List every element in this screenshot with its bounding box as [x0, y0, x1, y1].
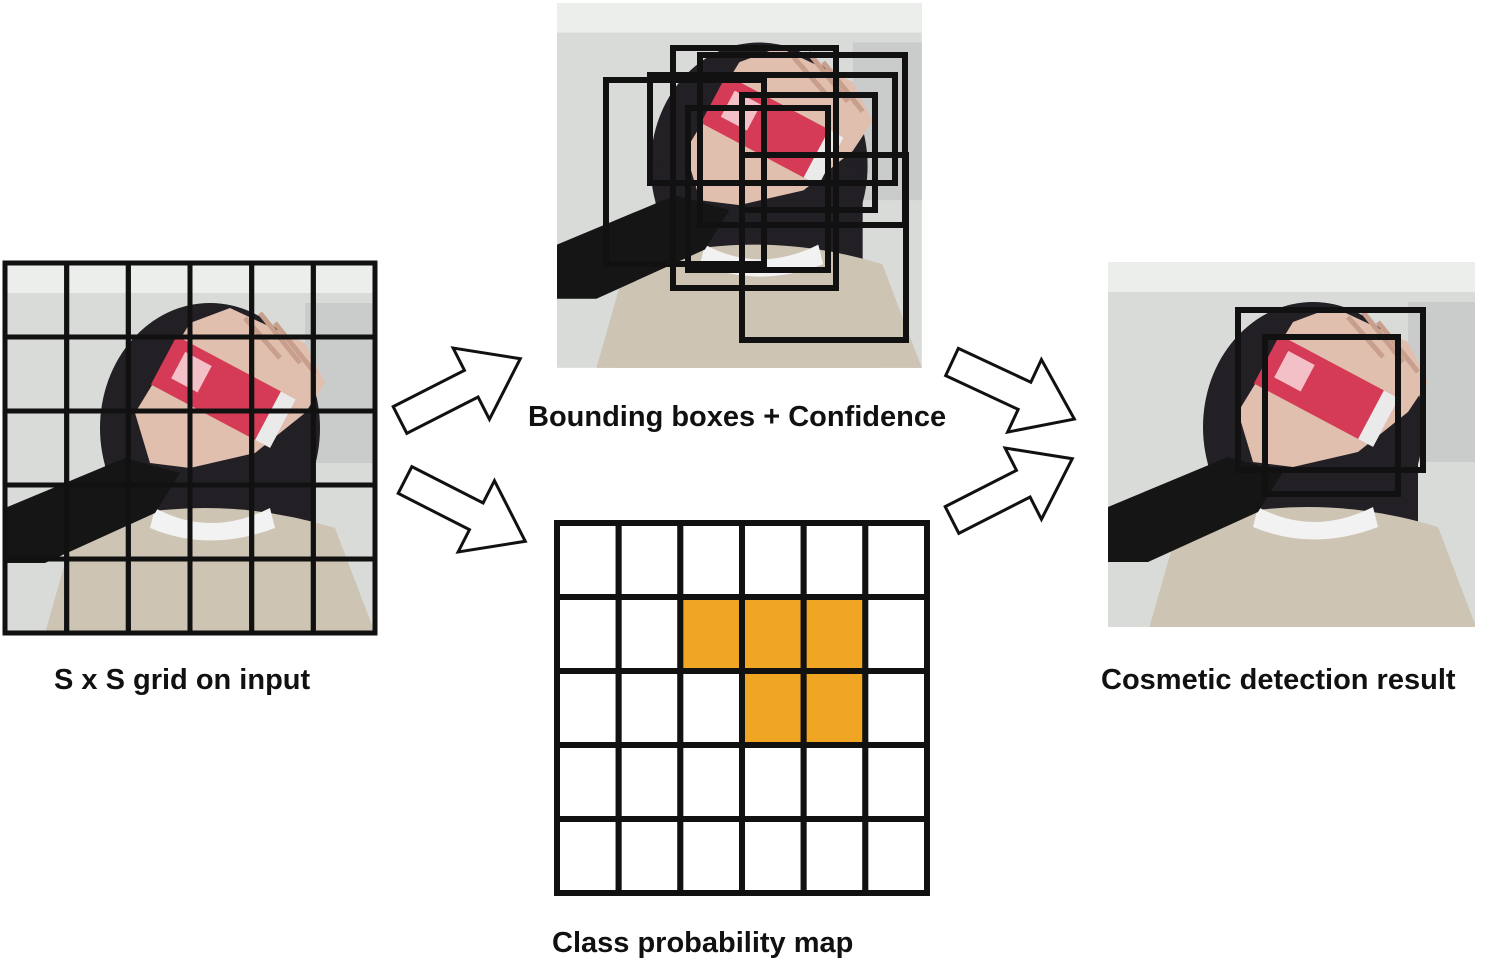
class-map-cell	[677, 668, 745, 748]
input-grid-cell	[310, 556, 378, 636]
class-map-cell-highlighted	[677, 594, 745, 674]
bounding-boxes-panel	[557, 3, 922, 368]
input-grid-overlay	[2, 260, 378, 636]
class-map-cell	[862, 594, 930, 674]
class-map-cell	[554, 668, 622, 748]
arrow-icon	[933, 324, 1093, 457]
class-map-cell	[739, 816, 807, 896]
detection-box-group	[1235, 307, 1426, 497]
bounding-boxes-label: Bounding boxes + Confidence	[528, 401, 947, 433]
class-map-cell-highlighted	[739, 594, 807, 674]
class-map-cell	[554, 594, 622, 674]
class-map-cell	[800, 520, 869, 600]
detection-box	[1235, 307, 1426, 473]
class-map-cell	[554, 742, 622, 822]
arrow-icon	[380, 321, 540, 458]
class-map-cell	[677, 742, 745, 822]
class-map-cell-highlighted	[739, 668, 807, 748]
bounding-box	[670, 45, 839, 291]
class-map-cell	[615, 816, 684, 896]
detection-box	[1262, 334, 1401, 497]
arrow-icon	[385, 442, 545, 579]
class-map-cell	[739, 742, 807, 822]
class-map-cell	[615, 594, 684, 674]
class-probability-map	[554, 520, 930, 896]
bounding-box	[685, 105, 831, 273]
class-map-cell-highlighted	[800, 594, 869, 674]
class-map-cell	[800, 816, 869, 896]
bounding-box	[697, 52, 908, 228]
class-map-cell-highlighted	[800, 668, 869, 748]
class-map-cell	[677, 520, 745, 600]
input-image-panel	[2, 260, 378, 636]
input-grid-label: S x S grid on input	[54, 664, 311, 696]
bounding-box	[647, 72, 898, 186]
class-map-cell	[739, 520, 807, 600]
class-map-cell	[862, 742, 930, 822]
result-label: Cosmetic detection result	[1101, 664, 1456, 696]
class-map-cell	[615, 520, 684, 600]
class-map-cell	[862, 668, 930, 748]
arrow-icon	[932, 421, 1092, 558]
result-image-panel	[1108, 262, 1478, 632]
class-map-cell	[862, 520, 930, 600]
class-map-cell	[800, 742, 869, 822]
class-map-cell	[862, 816, 930, 896]
class-map-cell	[615, 668, 684, 748]
class-map-label: Class probability map	[552, 927, 854, 959]
class-map-cell	[677, 816, 745, 896]
class-map-cell	[554, 520, 622, 600]
bounding-box-group	[603, 45, 909, 343]
class-map-cell	[615, 742, 684, 822]
bounding-box	[739, 152, 909, 343]
class-map-cell	[554, 816, 622, 896]
